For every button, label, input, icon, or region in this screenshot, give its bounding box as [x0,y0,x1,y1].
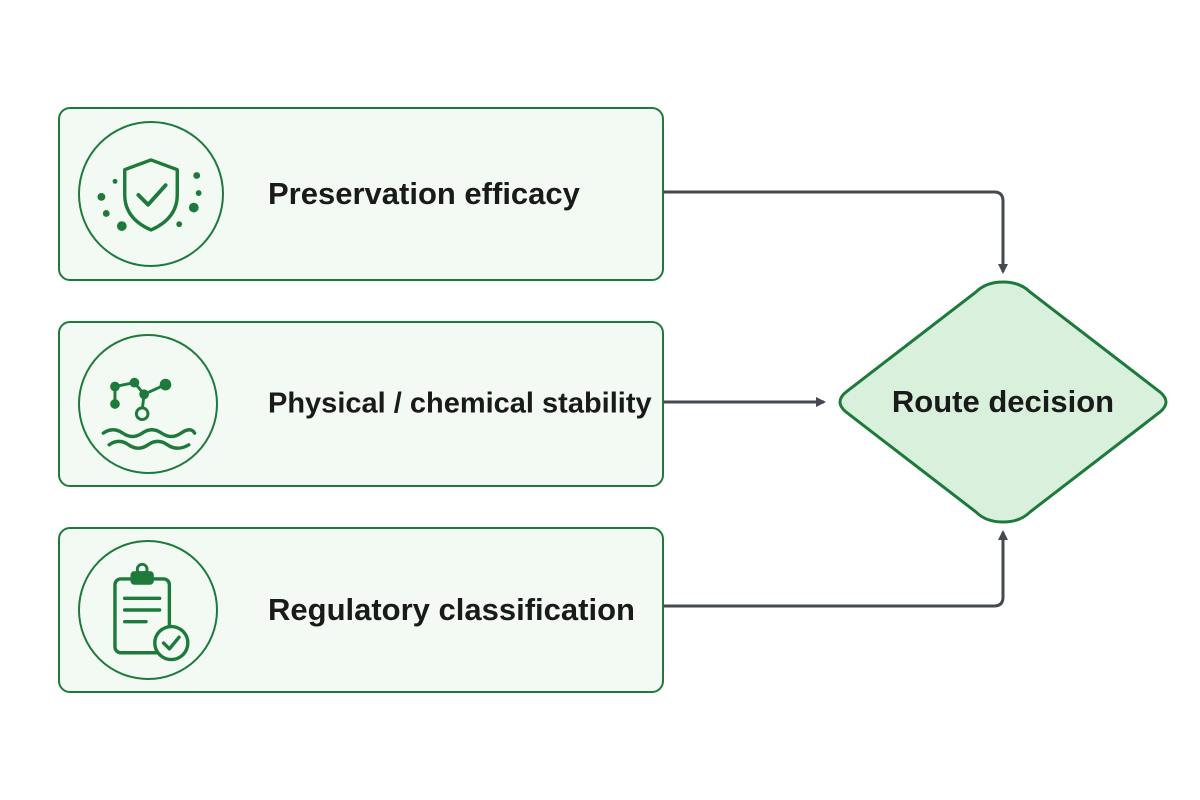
connector-regulatory [664,530,1008,608]
factor-label: Regulatory classification [268,592,635,627]
connector-efficacy [664,190,1008,274]
factor-card-preservation: Preservation efficacy [58,107,664,281]
factor-label: Preservation efficacy [268,176,580,211]
factor-label: Physical / chemical stability [268,387,652,420]
decision-diamond [838,280,1168,524]
clipboard-check-icon [78,540,218,680]
shield-check-icon [78,121,224,267]
molecule-waves-icon [78,334,218,474]
factor-card-regulatory: Regulatory classification [58,527,664,693]
factor-card-stability: Physical / chemical stability [58,321,664,487]
decision-label: Route decision [891,384,1115,419]
